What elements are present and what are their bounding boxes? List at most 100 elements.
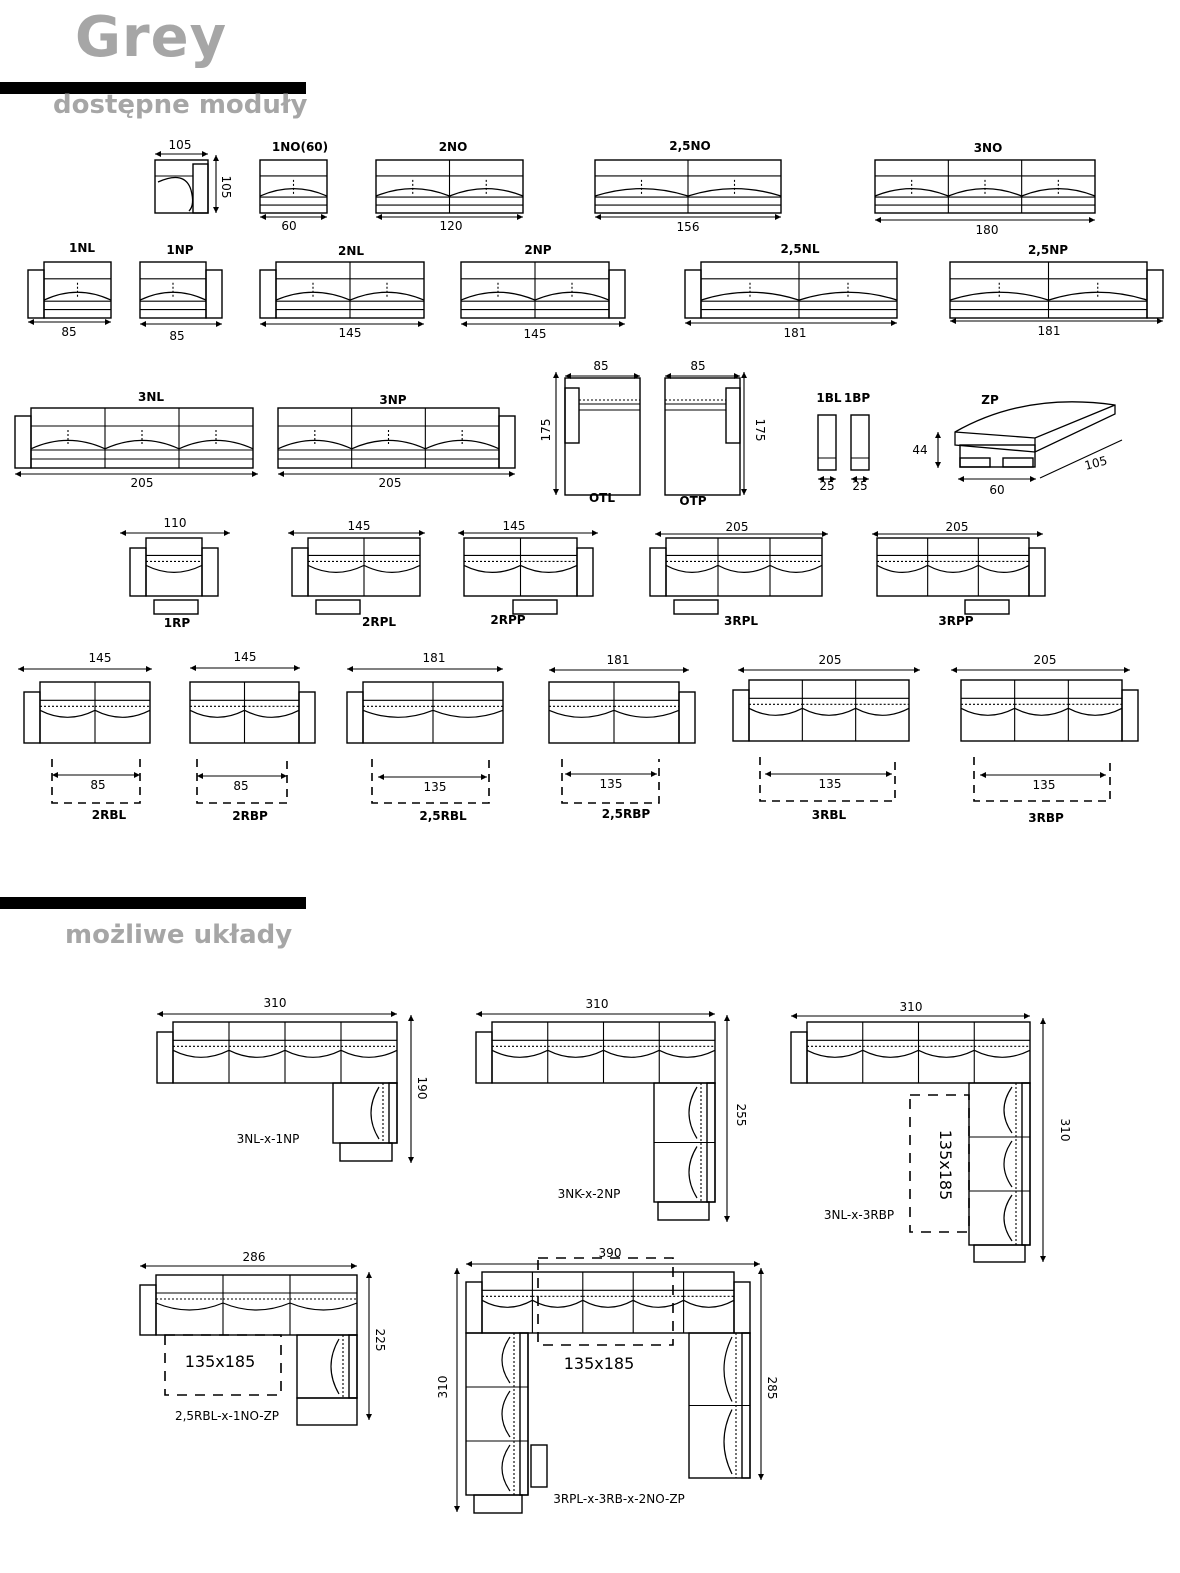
module-label: 1BL xyxy=(816,391,841,405)
section-heading-modules: dostępne moduły xyxy=(53,90,308,120)
dimension-label: 85 xyxy=(233,779,248,793)
dimension-label: 135 xyxy=(424,780,447,794)
dimension-label: 60 xyxy=(989,483,1004,497)
layout-label: 3NL-x-1NP xyxy=(237,1132,300,1146)
dimension-label: 60 xyxy=(281,219,296,233)
dimension-label: 25 xyxy=(819,479,834,493)
dimension-label: 205 xyxy=(819,653,842,667)
module-3RPP: 3RPP 205 xyxy=(872,520,1046,628)
module-label: 3RBL xyxy=(812,808,847,822)
layout-label: 3RPL-x-3RB-x-2NO-ZP xyxy=(553,1492,685,1506)
dimension-label: 286 xyxy=(243,1250,266,1264)
dimension-label: 181 xyxy=(1038,324,1061,338)
layout-label: 3NL-x-3RBP xyxy=(824,1208,894,1222)
module-label: 2,5NO xyxy=(669,139,711,153)
module-label: 2,5RBP xyxy=(602,807,651,821)
module-25RBL: 2,5RBL 181 135 xyxy=(346,651,504,823)
section-divider xyxy=(0,897,306,909)
dimension-label: 390 xyxy=(599,1246,622,1260)
dimension-label: 85 xyxy=(169,329,184,343)
module-1NP: 1NP 85 xyxy=(139,243,223,343)
module-label: 3RBP xyxy=(1028,811,1064,825)
dimension-label: 205 xyxy=(131,476,154,490)
module-label: 2,5NP xyxy=(1028,243,1068,257)
module-2RPL: 2RPL 145 xyxy=(288,519,425,629)
module-25NP: 2,5NP 181 xyxy=(949,243,1164,338)
layout-2: 3NK-x-2NP 310 255 xyxy=(475,997,748,1222)
dimension-label: 175 xyxy=(753,419,767,442)
dimension-label: 181 xyxy=(607,653,630,667)
dimension-label: 44 xyxy=(912,443,927,457)
dimension-label: 310 xyxy=(436,1376,450,1399)
module-corner: 105 105 xyxy=(154,138,233,214)
module-label: 2,5RBL xyxy=(419,809,467,823)
module-label: 2NP xyxy=(524,243,551,257)
section-divider xyxy=(0,82,306,94)
dimension-label: 205 xyxy=(1034,653,1057,667)
dimension-label: 25 xyxy=(852,479,867,493)
dimension-label: 135x185 xyxy=(564,1354,635,1373)
module-label: 2RBP xyxy=(232,809,268,823)
dimension-label: 145 xyxy=(89,651,112,665)
layout-5: 3RPL-x-3RB-x-2NO-ZP 390 310 285 135x185 xyxy=(436,1246,779,1514)
module-label: 2NO xyxy=(439,140,468,154)
dimension-label: 85 xyxy=(61,325,76,339)
module-label: 1NP xyxy=(166,243,193,257)
layout-label: 3NK-x-2NP xyxy=(558,1187,621,1201)
dimension-label: 135 xyxy=(600,777,623,791)
module-label: OTP xyxy=(679,494,706,508)
module-1BL: 1BL 25 xyxy=(816,391,841,493)
module-3NL: 3NL 205 xyxy=(14,390,258,490)
dimension-label: 105 xyxy=(1083,453,1109,472)
module-label: 2NL xyxy=(338,244,364,258)
module-label: 1NO(60) xyxy=(272,140,328,154)
dimension-label: 310 xyxy=(900,1000,923,1014)
module-label: 1BP xyxy=(844,391,870,405)
dimension-label: 181 xyxy=(423,651,446,665)
dimension-label: 310 xyxy=(264,996,287,1010)
dimension-label: 145 xyxy=(503,519,526,533)
section-heading-layouts: możliwe układy xyxy=(65,920,293,950)
dimension-label: 105 xyxy=(219,176,233,199)
module-label: 2RPL xyxy=(362,615,396,629)
module-label: 3NL xyxy=(138,390,164,404)
layout-label: 2,5RBL-x-1NO-ZP xyxy=(175,1409,279,1423)
dimension-label: 255 xyxy=(734,1104,748,1127)
module-25NO: 2,5NO 156 xyxy=(594,139,782,234)
module-label: 2RBL xyxy=(92,808,127,822)
dimension-label: 175 xyxy=(539,419,553,442)
dimension-label: 310 xyxy=(586,997,609,1011)
dimension-label: 285 xyxy=(765,1377,779,1400)
module-1BP: 1BP 25 xyxy=(844,391,870,493)
module-label: OTL xyxy=(589,491,615,505)
module-label: 3NO xyxy=(974,141,1003,155)
module-label: 3RPP xyxy=(938,614,973,628)
dimension-label: 145 xyxy=(348,519,371,533)
dimension-label: 205 xyxy=(946,520,969,534)
dimension-label: 156 xyxy=(677,220,700,234)
module-label: 3NP xyxy=(379,393,406,407)
dimension-label: 105 xyxy=(169,138,192,152)
dimension-label: 120 xyxy=(440,219,463,233)
dimension-label: 181 xyxy=(784,326,807,340)
module-2NO: 2NO 120 xyxy=(375,140,524,233)
dimension-label: 205 xyxy=(726,520,749,534)
